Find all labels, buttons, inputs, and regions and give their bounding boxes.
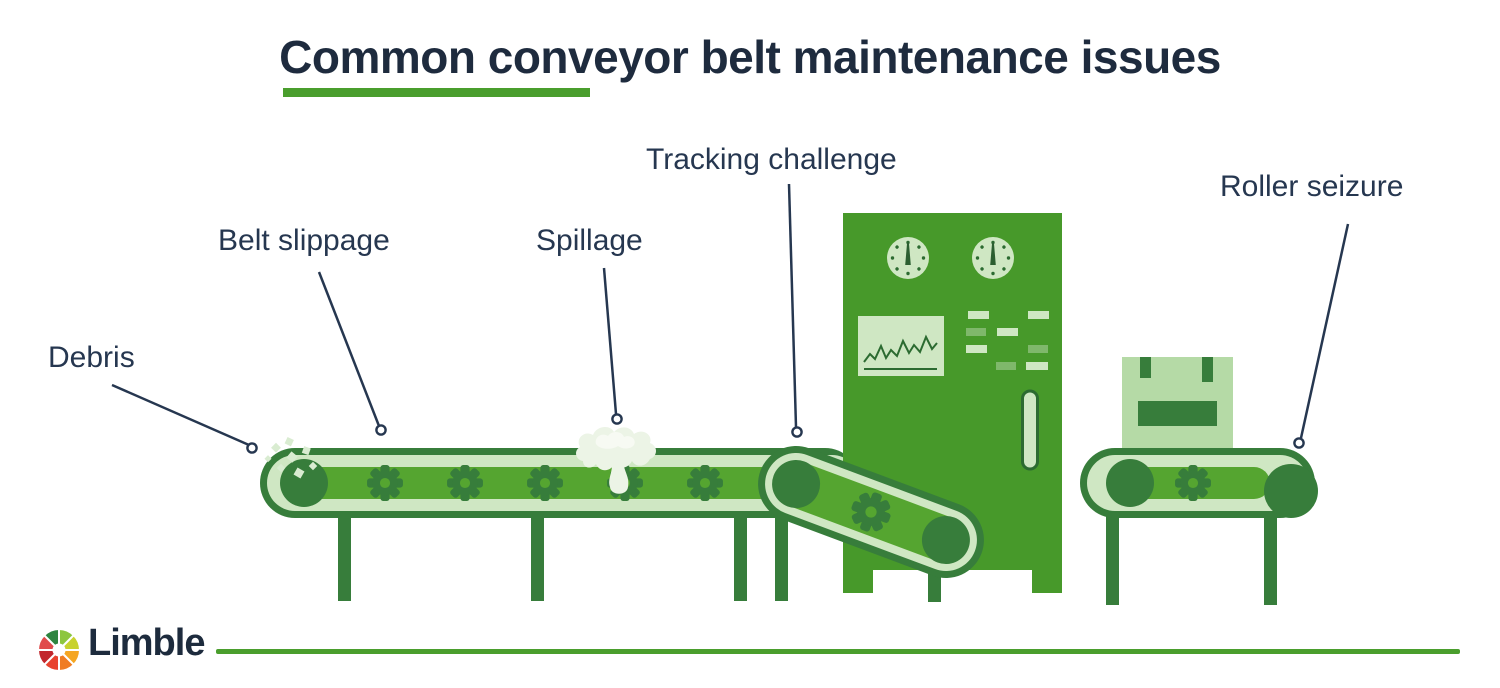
- spill-blob: [576, 426, 656, 494]
- page-title: Common conveyor belt maintenance issues: [279, 31, 1221, 83]
- indicator-lights: [966, 311, 1049, 370]
- screen-chart: [858, 316, 944, 376]
- box-tape: [1140, 357, 1151, 378]
- box-tape: [1202, 357, 1213, 382]
- gauge-icon: [972, 237, 1014, 279]
- footer-rule: [216, 649, 1460, 654]
- limble-logo-gear-icon: [36, 627, 82, 673]
- leader-dot-roller: [1293, 437, 1305, 449]
- zigzag-line-icon: [863, 334, 938, 363]
- angled-conveyor: [758, 445, 984, 579]
- leader-line-roller: [1299, 223, 1350, 439]
- tail-roller: [1106, 459, 1154, 507]
- main-conveyor: [260, 426, 860, 601]
- conveyor-legs: [1106, 512, 1277, 605]
- machine-foot-right: [1032, 570, 1062, 593]
- right-conveyor: [1080, 357, 1318, 605]
- head-roller: [280, 459, 328, 507]
- leader-dot-tracking: [791, 426, 803, 438]
- leader-line-spillage: [602, 267, 618, 415]
- gauge-icon: [887, 237, 929, 279]
- label-roller-seizure: Roller seizure: [1220, 170, 1404, 203]
- door-handle: [1021, 389, 1039, 471]
- debris-chips: [264, 437, 318, 479]
- gear-icon: [1175, 465, 1211, 501]
- label-spillage: Spillage: [536, 224, 643, 257]
- leader-line-tracking: [787, 183, 798, 428]
- package-box: [1122, 357, 1233, 448]
- title-underline: [283, 88, 590, 97]
- seized-roller: [1264, 464, 1318, 518]
- label-tracking-challenge: Tracking challenge: [646, 143, 897, 176]
- leader-line-belt-slippage: [317, 271, 381, 427]
- leader-dots: [246, 413, 1305, 454]
- box-label: [1138, 401, 1217, 426]
- angled-roller: [921, 516, 970, 565]
- label-belt-slippage: Belt slippage: [218, 224, 390, 257]
- leader-lines: [111, 183, 1350, 447]
- leader-dot-spillage: [611, 413, 623, 425]
- label-debris: Debris: [48, 341, 135, 374]
- angled-roller: [772, 459, 821, 508]
- leader-line-debris: [111, 383, 250, 447]
- brand-name: Limble: [88, 622, 205, 664]
- leader-dot-debris: [246, 442, 258, 454]
- machine-foot-left: [843, 570, 873, 593]
- leader-dot-belt-slippage: [375, 424, 387, 436]
- conveyor-legs: [338, 512, 788, 601]
